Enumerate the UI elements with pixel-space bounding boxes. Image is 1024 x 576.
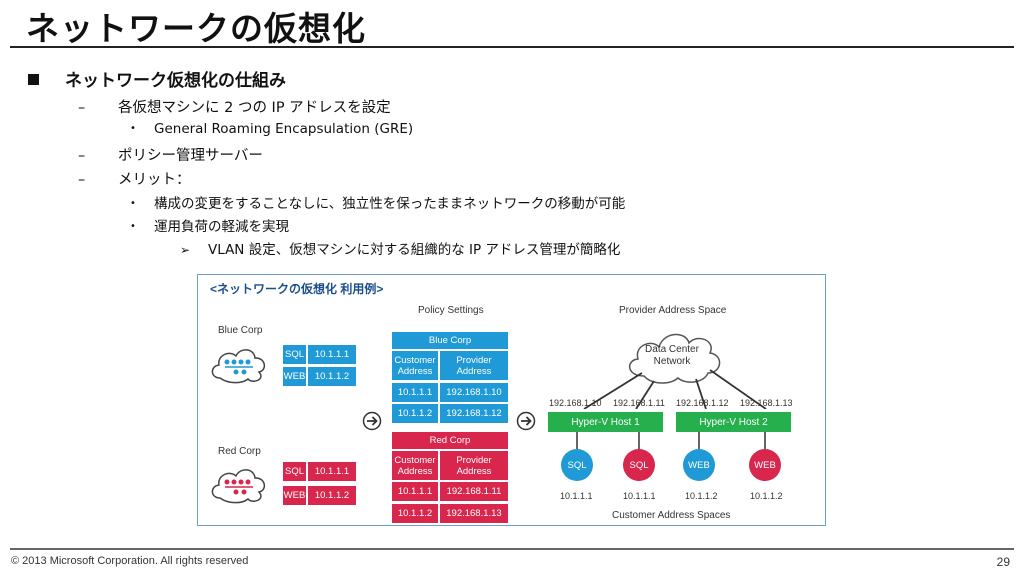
slide-title: ネットワークの仮想化: [26, 9, 366, 48]
hyperv-host-2: Hyper-V Host 2: [676, 412, 791, 432]
footer-copyright: © 2013 Microsoft Corporation. All rights…: [11, 555, 249, 567]
bullet-main-text: ネットワーク仮想化の仕組み: [65, 71, 286, 91]
host-ip-4: 192.168.1.13: [740, 398, 793, 408]
blue-row2-customer: 10.1.1.2: [392, 404, 438, 423]
arrow-bullet-icon: ➢: [180, 243, 191, 257]
dot-mark: •: [130, 123, 136, 134]
bullet-sub-ip: – 各仮想マシンに 2 つの IP アドレスを設定: [0, 96, 391, 117]
bullet-sub-merit: – メリット：: [0, 168, 191, 189]
arrow-right-icon: [516, 411, 536, 431]
bullet-merit-ops-text: 運用負荷の軽減を実現: [154, 219, 289, 235]
provider-space-label: Provider Address Space: [619, 305, 727, 316]
dash-mark: –: [78, 172, 86, 188]
vm-circle-blue-web: WEB: [683, 449, 715, 481]
vm-circle-blue-sql: SQL: [561, 449, 593, 481]
customer-spaces-label: Customer Address Spaces: [612, 510, 731, 521]
blue-row1-provider: 192.168.1.10: [440, 383, 508, 402]
diagram-heading: <ネットワークの仮想化 利用例>: [210, 282, 384, 296]
dot-mark: •: [130, 198, 136, 209]
vm-circle-red-sql: SQL: [623, 449, 655, 481]
dash-mark: –: [78, 100, 86, 116]
blue-cloud-icon: [211, 349, 266, 384]
red-cloud-icon: [211, 469, 266, 504]
blue-vm-sql-name: SQL: [283, 345, 306, 364]
host-ip-2: 192.168.1.11: [613, 398, 665, 408]
red-vm-web-ip: 10.1.1.2: [308, 486, 356, 505]
vm-ip-4: 10.1.1.2: [750, 491, 783, 501]
vm-ip-1: 10.1.1.1: [560, 491, 593, 501]
datacenter-cloud-icon: [583, 333, 767, 409]
bullet-vlan-text: VLAN 設定、仮想マシンに対する組織的な IP アドレス管理が簡略化: [208, 242, 621, 258]
host-ip-1: 192.168.1.10: [549, 398, 602, 408]
red-vm-sql-ip: 10.1.1.1: [308, 462, 356, 481]
bullet-vlan: ➢ VLAN 設定、仮想マシンに対する組織的な IP アドレス管理が簡略化: [0, 238, 620, 258]
red-vm-sql-name: SQL: [283, 462, 306, 481]
host-ip-3: 192.168.1.12: [676, 398, 729, 408]
datacenter-network-label: Data Center Network: [645, 344, 699, 367]
dot-mark: •: [130, 221, 136, 232]
bullet-gre: • General Roaming Encapsulation (GRE): [0, 121, 413, 137]
network-virtualization-diagram: <ネットワークの仮想化 利用例> Policy Settings Provide…: [197, 274, 826, 526]
red-policy-header: Red Corp: [392, 432, 508, 449]
bullet-merit-move: • 構成の変更をすることなしに、独立性を保ったままネットワークの移動が可能: [0, 192, 625, 212]
policy-settings-label: Policy Settings: [418, 305, 484, 316]
bullet-sub-ip-text: 各仮想マシンに 2 つの IP アドレスを設定: [118, 100, 391, 116]
blue-policy-header: Blue Corp: [392, 332, 508, 349]
blue-row2-provider: 192.168.1.12: [440, 404, 508, 423]
vm-ip-2: 10.1.1.1: [623, 491, 656, 501]
bullet-main: ネットワーク仮想化の仕組み: [28, 66, 286, 91]
red-row2-provider: 192.168.1.13: [440, 504, 508, 523]
bullet-merit-move-text: 構成の変更をすることなしに、独立性を保ったままネットワークの移動が可能: [154, 196, 626, 212]
footer-divider: [10, 548, 1014, 550]
bullet-merit-ops: • 運用負荷の軽減を実現: [0, 215, 289, 235]
arrow-right-icon: [362, 411, 382, 431]
blue-col-customer: Customer Address: [392, 351, 438, 380]
red-corp-label: Red Corp: [218, 446, 261, 457]
blue-row1-customer: 10.1.1.1: [392, 383, 438, 402]
vm-circle-red-web: WEB: [749, 449, 781, 481]
red-col-provider: Provider Address: [440, 451, 508, 480]
page-number: 29: [996, 555, 1010, 569]
hyperv-host-1: Hyper-V Host 1: [548, 412, 663, 432]
square-bullet-icon: [28, 74, 39, 85]
blue-vm-sql-ip: 10.1.1.1: [308, 345, 356, 364]
red-row2-customer: 10.1.1.2: [392, 504, 438, 523]
bullet-sub-merit-text: メリット：: [118, 172, 191, 188]
red-vm-web-name: WEB: [283, 486, 306, 505]
bullet-sub-policy-text: ポリシー管理サーバー: [118, 148, 263, 164]
blue-col-provider: Provider Address: [440, 351, 508, 380]
title-divider: [10, 46, 1014, 48]
dash-mark: –: [78, 148, 86, 164]
blue-vm-web-ip: 10.1.1.2: [308, 367, 356, 386]
red-col-customer: Customer Address: [392, 451, 438, 480]
red-row1-provider: 192.168.1.11: [440, 482, 508, 501]
vm-ip-3: 10.1.1.2: [685, 491, 718, 501]
bullet-sub-policy: – ポリシー管理サーバー: [0, 144, 263, 165]
bullet-gre-text: General Roaming Encapsulation (GRE): [154, 121, 414, 137]
blue-corp-label: Blue Corp: [218, 325, 263, 336]
blue-vm-web-name: WEB: [283, 367, 306, 386]
red-row1-customer: 10.1.1.1: [392, 482, 438, 501]
